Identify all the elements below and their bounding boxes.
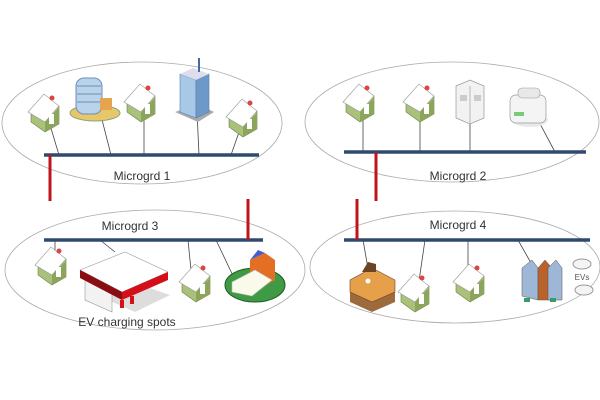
office-building-icon	[69, 77, 121, 122]
house-icon	[452, 263, 485, 303]
evs-label: EVs	[575, 273, 590, 282]
ev-charging-spots-label: EV charging spots	[78, 315, 175, 329]
hospital-icon	[509, 87, 548, 127]
factory-icon	[455, 79, 485, 125]
microgrid-2-label: Microgrd 2	[430, 169, 487, 183]
house-icon	[123, 83, 156, 123]
ev-charging-station-icon	[79, 251, 170, 313]
electric-car-icon	[572, 258, 592, 270]
main-grid-bus	[0, 152, 600, 240]
microgrid-3-label: Microgrd 3	[102, 219, 159, 233]
electric-car-icon	[574, 284, 594, 296]
house-icon	[27, 93, 60, 133]
skyscraper-icon	[175, 58, 214, 122]
house-icon	[342, 83, 375, 123]
microgrid-1-label: Microgrd 1	[114, 169, 171, 183]
microgrid-1-boundary	[1, 61, 283, 185]
microgrid-2-boundary	[304, 61, 600, 183]
microgrid-3-boundary	[4, 209, 306, 331]
microgrid-4-boundary	[309, 210, 600, 324]
microgrid-4-label: Microgrd 4	[430, 218, 487, 232]
house-icon	[178, 263, 211, 303]
townhouses-icon	[521, 259, 563, 302]
microgrid-buses	[44, 150, 590, 242]
house-icon	[402, 83, 435, 123]
house-icon	[397, 273, 430, 313]
house-icon	[34, 246, 67, 286]
house-icon	[225, 98, 258, 138]
town-hall-icon	[349, 262, 396, 312]
church-icon	[224, 250, 286, 303]
